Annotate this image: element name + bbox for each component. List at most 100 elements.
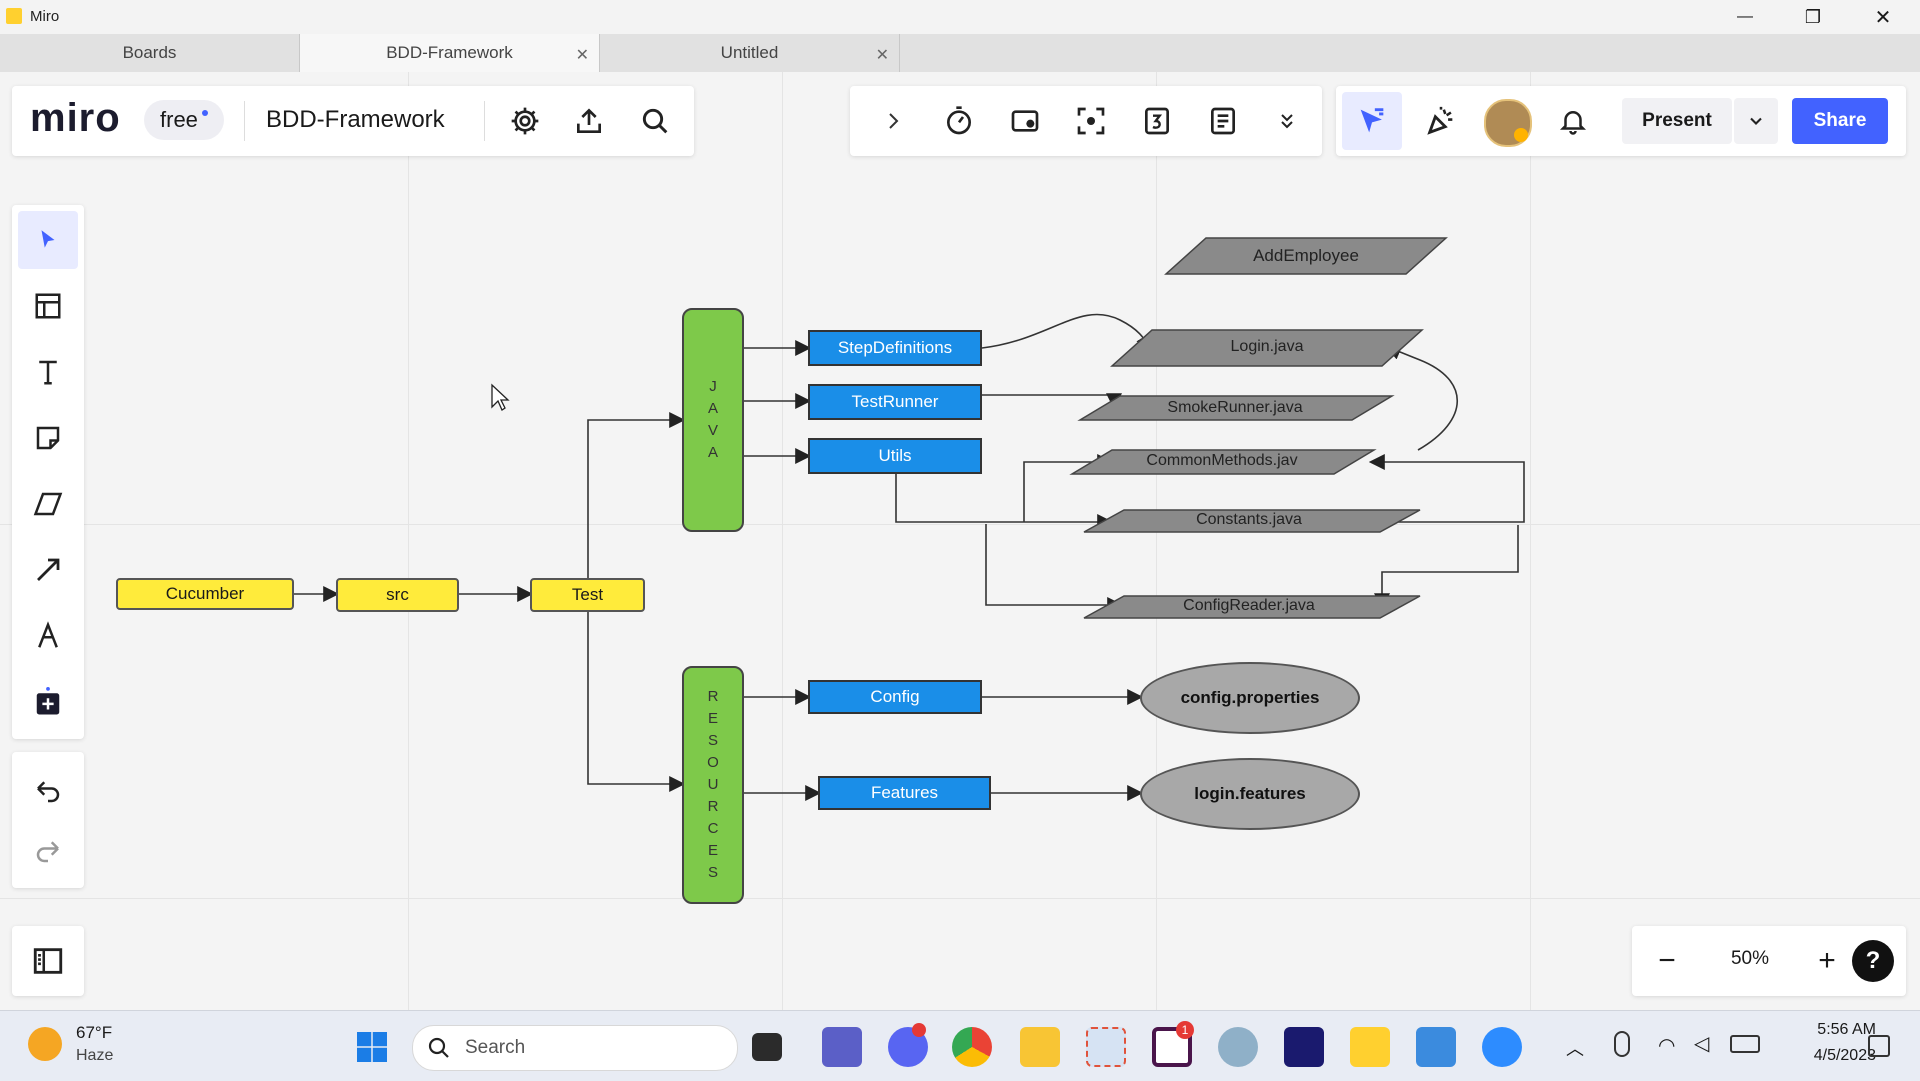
focus-button[interactable] — [1068, 98, 1114, 144]
select-tool[interactable] — [18, 211, 78, 269]
sidebar-toggle-button[interactable] — [12, 926, 84, 996]
label-config-reader: ConfigReader.java — [1183, 597, 1315, 614]
zoom-level[interactable]: 50% — [1730, 948, 1770, 969]
notes-icon — [1211, 107, 1235, 135]
notification-center-icon[interactable] — [1868, 1035, 1890, 1057]
export-button[interactable] — [566, 98, 612, 144]
slack-icon[interactable] — [1152, 1027, 1192, 1067]
board-canvas[interactable] — [0, 72, 1920, 1010]
resources-letter: R — [707, 688, 719, 705]
zoom-out-button[interactable]: − — [1658, 944, 1676, 977]
expand-tools-button[interactable] — [870, 98, 916, 144]
help-button[interactable]: ? — [1852, 940, 1894, 982]
tab-close-icon[interactable]: ✕ — [575, 47, 589, 64]
sticky-note-icon — [36, 426, 60, 450]
label-add-employee: AddEmployee — [1253, 246, 1359, 265]
node-java[interactable]: J A V A — [682, 308, 744, 532]
shape-config-reader[interactable] — [1083, 595, 1421, 619]
video-chat-button[interactable] — [1002, 98, 1048, 144]
zoom-app-icon[interactable] — [1482, 1027, 1522, 1067]
shape-add-employee[interactable] — [1164, 237, 1448, 275]
board-title[interactable]: BDD-Framework — [266, 106, 445, 133]
resources-letter: C — [707, 820, 719, 837]
node-login-features[interactable]: login.features — [1140, 758, 1360, 830]
follow-cursors-button[interactable] — [1342, 92, 1402, 150]
weather-haze-icon[interactable] — [28, 1027, 62, 1061]
miro-logo[interactable]: miro — [30, 96, 121, 140]
tab-close-icon[interactable]: ✕ — [875, 47, 889, 64]
pen-tool[interactable] — [18, 607, 78, 665]
start-button[interactable] — [354, 1029, 390, 1065]
tab-label: BDD-Framework — [386, 43, 513, 62]
volume-icon[interactable]: ◁ — [1694, 1033, 1710, 1055]
shape-common-methods[interactable] — [1069, 449, 1377, 475]
plan-badge[interactable]: free — [144, 100, 224, 140]
node-test[interactable]: Test — [530, 578, 645, 612]
clock-date[interactable]: 4/5/2023 — [1813, 1047, 1876, 1064]
search-button[interactable] — [632, 98, 678, 144]
node-test-runner[interactable]: TestRunner — [808, 384, 982, 420]
templates-tool[interactable] — [18, 277, 78, 335]
present-button[interactable]: Present — [1622, 98, 1732, 144]
title-bar: Miro — ❐ ✕ — [0, 0, 1920, 34]
tab-untitled[interactable]: Untitled✕ — [600, 34, 900, 72]
node-src[interactable]: src — [336, 578, 459, 612]
more-apps-tool[interactable] — [18, 673, 78, 731]
arrow-line-icon — [37, 558, 60, 581]
more-tools-button[interactable] — [1264, 98, 1310, 144]
chevron-up-icon[interactable]: ︿ — [1566, 1039, 1584, 1059]
text-tool[interactable] — [18, 343, 78, 401]
timer-icon — [947, 106, 971, 135]
shape-tool[interactable] — [18, 475, 78, 533]
node-utils[interactable]: Utils — [808, 438, 982, 474]
microphone-icon[interactable] — [1614, 1031, 1630, 1057]
resources-letter: E — [707, 710, 718, 727]
undo-button[interactable] — [18, 762, 78, 820]
teams-chat-icon[interactable] — [822, 1027, 862, 1067]
present-dropdown[interactable] — [1734, 98, 1778, 144]
node-resources[interactable]: R E S O U R C E S — [682, 666, 744, 904]
label-login-java: Login.java — [1230, 338, 1304, 355]
notes-button[interactable] — [1200, 98, 1246, 144]
close-window-button[interactable]: ✕ — [1854, 0, 1912, 34]
node-config-properties[interactable]: config.properties — [1140, 662, 1360, 734]
shape-smoke-runner[interactable] — [1077, 395, 1395, 421]
shape-login-java[interactable] — [1110, 329, 1424, 367]
shape-constants[interactable] — [1083, 509, 1421, 533]
tab-boards[interactable]: Boards — [0, 34, 300, 72]
taskbar-search[interactable]: Search — [412, 1025, 738, 1071]
file-explorer-icon[interactable] — [1020, 1027, 1060, 1067]
settings-button[interactable] — [502, 98, 548, 144]
tab-bdd-framework[interactable]: BDD-Framework ✕ — [300, 34, 600, 72]
voting-button[interactable] — [1134, 98, 1180, 144]
java-letter: V — [707, 422, 718, 439]
celebrate-button[interactable] — [1418, 98, 1464, 144]
task-view-icon[interactable] — [752, 1033, 782, 1061]
chrome-icon[interactable] — [952, 1027, 992, 1067]
node-step-definitions[interactable]: StepDefinitions — [808, 330, 982, 366]
resources-letter: E — [707, 842, 718, 859]
share-button[interactable]: Share — [1792, 98, 1888, 144]
snipping-tool-icon[interactable] — [1086, 1027, 1126, 1067]
connection-line-tool[interactable] — [18, 541, 78, 599]
clock-time[interactable]: 5:56 AM — [1817, 1021, 1876, 1038]
miro-taskbar-icon[interactable] — [1350, 1027, 1390, 1067]
notepad-icon[interactable] — [1416, 1027, 1456, 1067]
battery-icon[interactable] — [1730, 1035, 1760, 1053]
minimize-button[interactable]: — — [1716, 0, 1774, 34]
notifications-button[interactable] — [1550, 98, 1596, 144]
intellij-icon[interactable] — [1284, 1027, 1324, 1067]
maximize-button[interactable]: ❐ — [1784, 0, 1842, 34]
timer-button[interactable] — [936, 98, 982, 144]
zoom-in-button[interactable]: + — [1818, 944, 1836, 977]
node-config[interactable]: Config — [808, 680, 982, 714]
node-features[interactable]: Features — [818, 776, 991, 810]
wifi-icon[interactable]: ◠ — [1658, 1035, 1676, 1057]
sticky-note-tool[interactable] — [18, 409, 78, 467]
search-placeholder: Search — [465, 1037, 526, 1058]
label-smoke-runner: SmokeRunner.java — [1167, 399, 1303, 416]
node-cucumber[interactable]: Cucumber — [116, 578, 294, 610]
redo-button[interactable] — [18, 822, 78, 880]
label-constants: Constants.java — [1196, 511, 1302, 528]
app-mascot-icon[interactable] — [1218, 1027, 1258, 1067]
